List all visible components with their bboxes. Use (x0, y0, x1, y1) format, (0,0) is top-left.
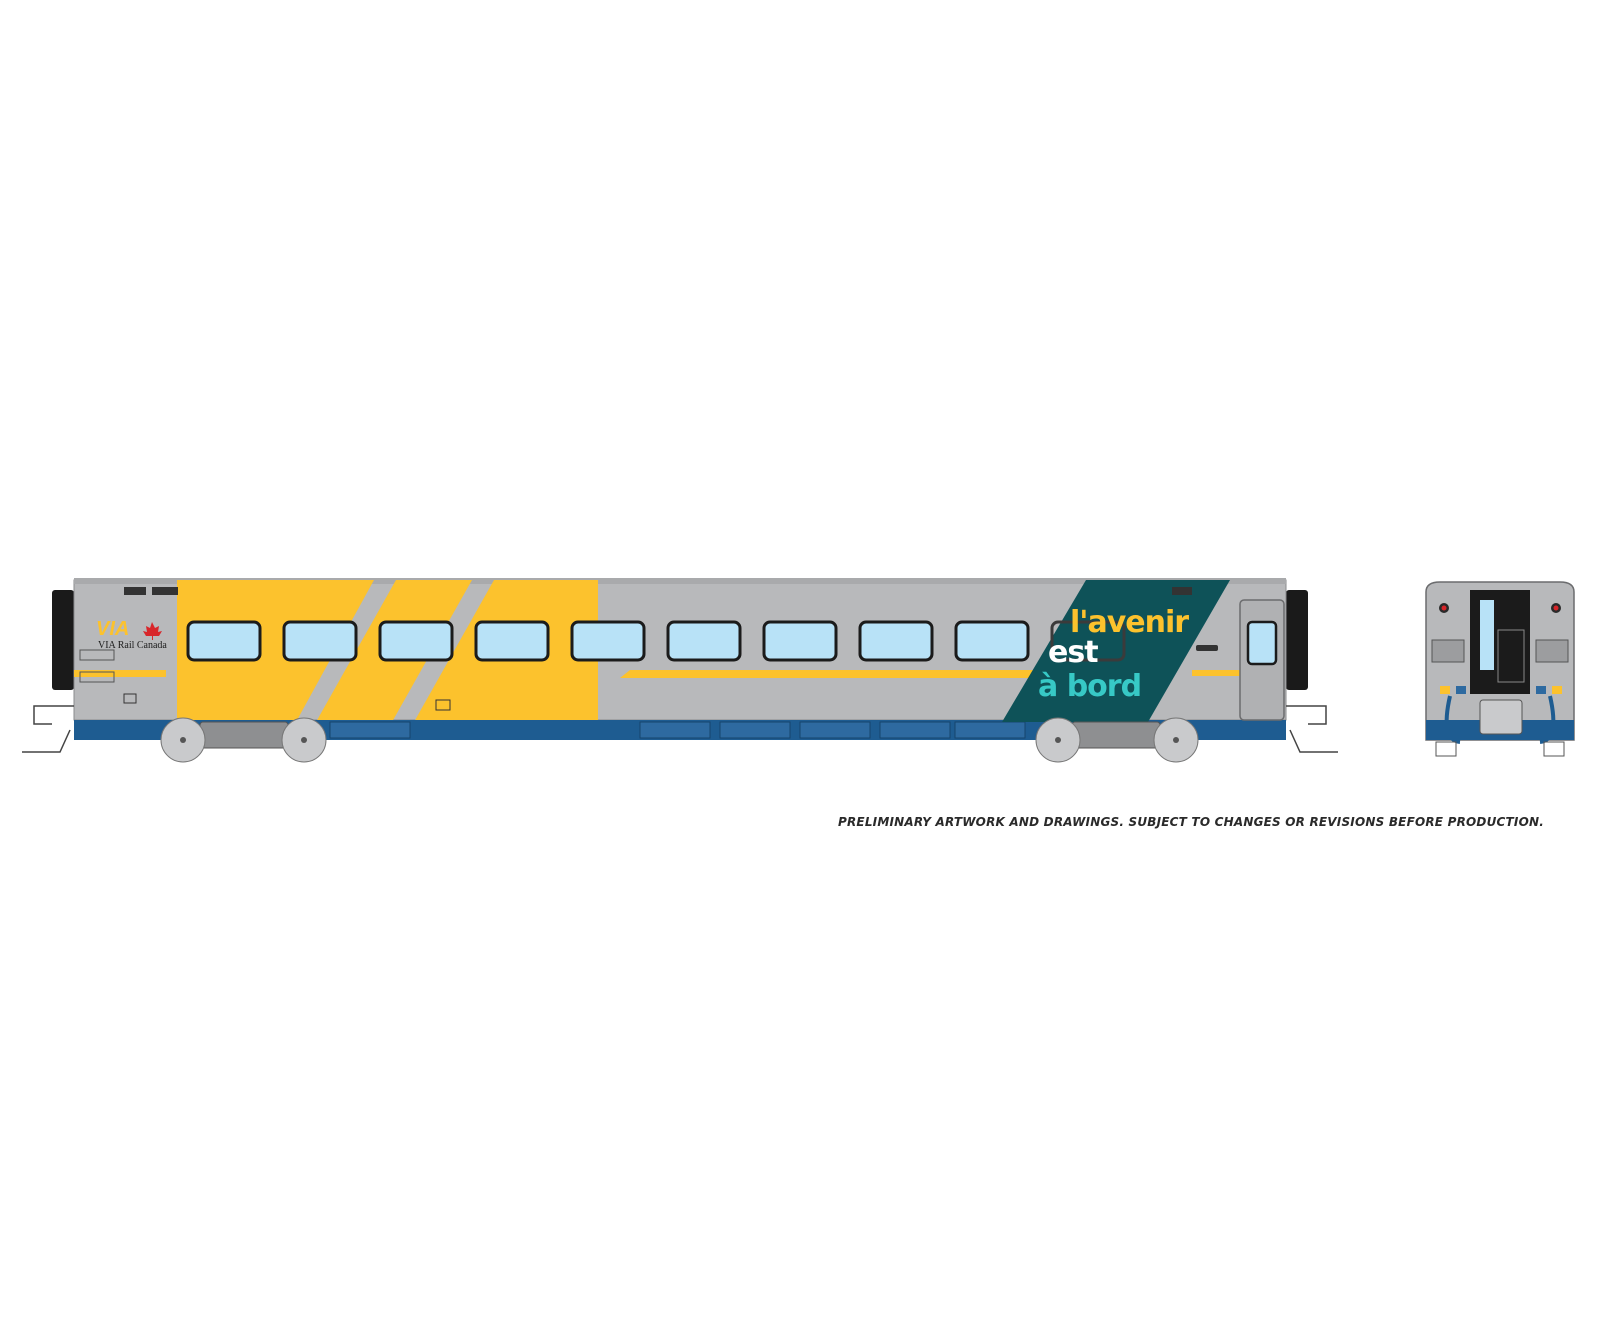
side-grille-1 (79, 649, 115, 661)
coupler-left (22, 705, 74, 753)
disclaimer-text: PRELIMINARY ARTWORK AND DRAWINGS. SUBJEC… (837, 815, 1544, 829)
window-3 (378, 620, 454, 662)
slogan-panel (1002, 580, 1230, 722)
belt-stripe-left (74, 670, 166, 677)
end-door-frame (1470, 590, 1530, 694)
window-6 (666, 620, 742, 662)
end-door (1239, 599, 1285, 721)
belt-stripe-end (1192, 670, 1272, 676)
via-brand-name: VIA Rail Canada (98, 640, 167, 651)
small-hatch-2 (435, 699, 451, 711)
side-handle (1196, 645, 1218, 651)
coupler-right (1286, 705, 1338, 753)
underframe-equipment (329, 721, 1026, 739)
roof-vent-right (1172, 587, 1192, 595)
window-10 (1050, 620, 1126, 662)
maple-leaf-icon (143, 622, 162, 640)
slogan-line-1: l'avenir (1070, 605, 1189, 640)
window-1 (186, 620, 262, 662)
via-wordmark: VIA (96, 618, 129, 640)
small-hatch (123, 693, 137, 704)
window-7 (762, 620, 838, 662)
window-2 (282, 620, 358, 662)
belt-stripe-right (620, 670, 1040, 678)
via-logo: VIA VIA Rail Canada (96, 618, 167, 651)
end-door-grille (1497, 629, 1525, 683)
window-8 (858, 620, 934, 662)
roof-vent-left-2 (152, 587, 178, 595)
left-diaphragm (52, 590, 74, 690)
end-body (1425, 581, 1575, 757)
side-grille-2 (79, 671, 115, 683)
right-diaphragm (1286, 590, 1308, 690)
door-window (1246, 620, 1278, 666)
air-hose-right (1539, 695, 1556, 744)
window-5 (570, 620, 646, 662)
end-coupler (1479, 699, 1523, 735)
truck-left (160, 717, 327, 763)
truck-right (1035, 717, 1199, 763)
end-door-window (1480, 600, 1494, 670)
window-4 (474, 620, 550, 662)
window-9 (954, 620, 1030, 662)
slogan: l'avenir est à bord (1038, 605, 1190, 704)
air-hose-left (1444, 695, 1461, 744)
roof-vent-left (124, 587, 146, 595)
slogan-line-2: est (1048, 635, 1098, 670)
window-row (186, 620, 1126, 662)
slogan-line-3: à bord (1038, 669, 1141, 704)
